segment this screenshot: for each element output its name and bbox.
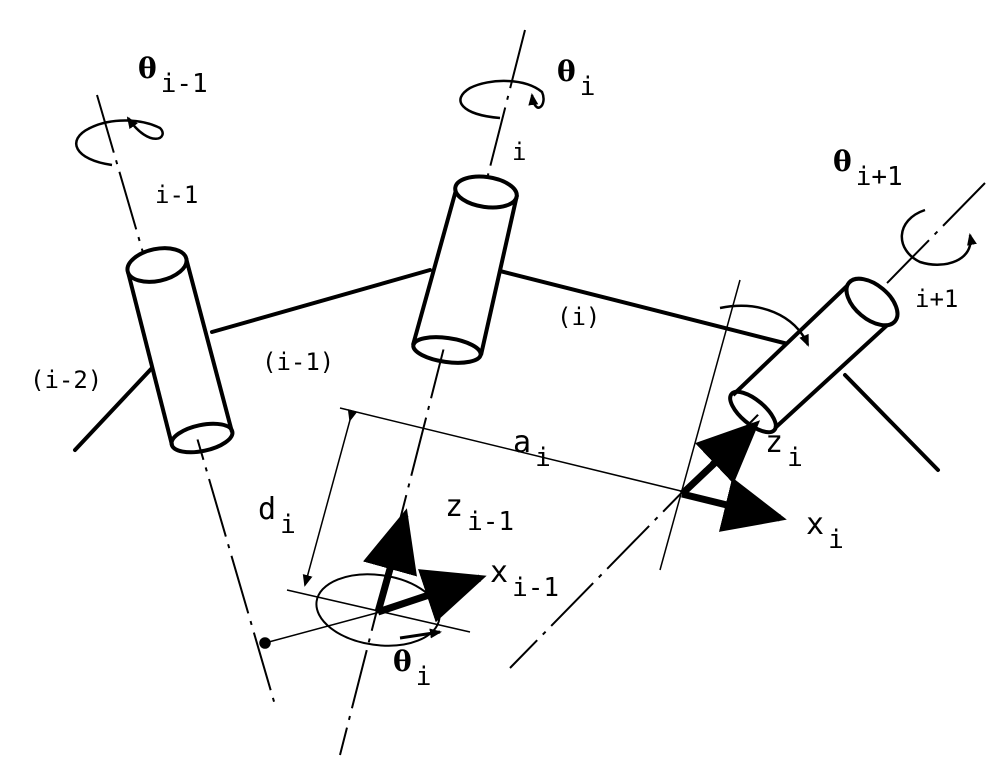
common-normal <box>259 279 741 649</box>
label-link-i: (i) <box>557 303 601 331</box>
joint-axes <box>96 29 986 756</box>
link-point <box>259 637 271 649</box>
label-axis-i: i <box>512 138 527 166</box>
frame-im1 <box>363 508 487 623</box>
link-point-line <box>264 611 381 644</box>
label-axis-im1: i-1 <box>155 181 199 209</box>
links <box>73 268 940 472</box>
link-line-im1 <box>210 268 432 334</box>
label-axis-ip1: i+1 <box>915 285 959 313</box>
link-line-ip1 <box>843 373 940 472</box>
axis-line-im1 <box>96 94 276 706</box>
x-i-axis <box>681 477 787 532</box>
joint-cylinder-im1 <box>125 246 235 455</box>
a-i-line <box>339 407 686 493</box>
frame-i <box>679 420 787 532</box>
rotation-arc-im1 <box>75 116 164 167</box>
rotation-arc-i <box>459 79 545 120</box>
link-line-im2 <box>73 366 154 452</box>
label-link-im2: (i-2) <box>30 366 103 394</box>
axis-line-ip1 <box>509 182 986 669</box>
link-line-i <box>494 268 794 347</box>
rotation-arc-ip1 <box>900 208 977 266</box>
z-i-axis <box>679 420 761 497</box>
label-link-im1: (i-1) <box>262 348 335 376</box>
d-i-dimension <box>302 409 358 587</box>
axis-line-i <box>339 29 526 756</box>
x-im1-axis <box>376 569 487 623</box>
rotation-arrows <box>75 79 977 347</box>
z-im1-axis <box>363 508 417 613</box>
joint-cylinder-i <box>411 174 519 365</box>
joint-cylinder-ip1 <box>728 276 900 435</box>
